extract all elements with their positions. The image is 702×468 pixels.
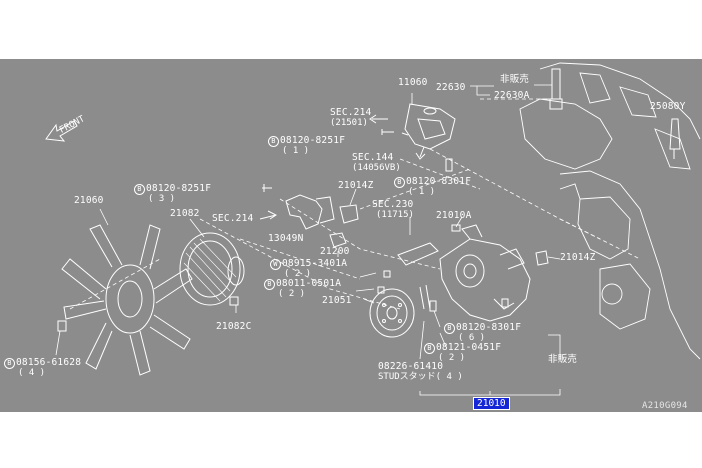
water-outlet-11060 [404, 103, 456, 150]
label-hihanbai-1: 非販売 [500, 74, 530, 85]
water-pump-21010 [439, 224, 531, 322]
label-21014Z-b: 21014Z [560, 252, 596, 263]
front-arrow-icon [45, 120, 78, 142]
label-11060: 11060 [398, 77, 428, 88]
washer-w-circle-icon: W [270, 259, 281, 270]
qty-08915-3401A: ( 2 ) [284, 269, 312, 279]
qty-08011-0501A: ( 2 ) [278, 289, 306, 299]
label-21200: 21200 [320, 246, 350, 257]
label-sec144-sub: (14056VB) [352, 163, 401, 173]
label-hihanbai-2: 非販売 [548, 354, 578, 365]
label-sec230: SEC.230 [372, 199, 414, 210]
highlighted-part-21010[interactable]: 21010 [473, 397, 510, 410]
engine-block-outline [519, 62, 701, 360]
qty-08120-8301F-b: ( 6 ) [458, 333, 486, 343]
bolt-b-circle-icon: B [4, 358, 15, 369]
label-13049N: 13049N [268, 233, 304, 244]
label-sec144: SEC.144 [352, 152, 394, 163]
fan-clutch-21082 [179, 232, 245, 306]
label-stud: STUDスタッド( 4 ) [378, 372, 463, 382]
label-21051: 21051 [322, 295, 352, 306]
label-21082: 21082 [170, 208, 200, 219]
qty-08120-8251F-b: ( 3 ) [148, 194, 176, 204]
pulley-21051 [369, 288, 415, 338]
label-21010A: 21010A [436, 210, 472, 221]
bolt-b-circle-icon: B [134, 184, 145, 195]
bolt-b-circle-icon: B [444, 323, 455, 334]
bolt-b-circle-icon: B [394, 177, 405, 188]
bolt-b-circle-icon: B [268, 136, 279, 147]
qty-08120-8251F-a: ( 1 ) [282, 146, 310, 156]
fan-21060 [61, 224, 193, 376]
sensor-25080Y [669, 118, 681, 159]
label-22630: 22630 [436, 82, 466, 93]
label-25080Y: 25080Y [650, 101, 686, 112]
qty-08120-8301F-a: ( 1 ) [408, 187, 436, 197]
label-21014Z-a: 21014Z [338, 180, 374, 191]
label-sec214-a: SEC.214 [330, 107, 372, 118]
label-08226-61410: 08226-61410 [378, 361, 444, 372]
bolt-b-circle-icon: B [264, 279, 275, 290]
qty-08121-0451F: ( 2 ) [438, 353, 466, 363]
label-22630A: 22630A [494, 90, 530, 101]
label-sec214-a-sub: (21501) [330, 118, 368, 128]
bolt-b-circle-icon: B [424, 343, 435, 354]
qty-08156-61628: ( 4 ) [18, 368, 46, 378]
hose-13049N [285, 194, 335, 230]
parts-diagram: FRONT 11060 22630 非販売 22630A 25080Y SEC.… [0, 59, 702, 412]
diagram-code: A210G094 [642, 401, 688, 411]
label-sec230-sub: (11715) [376, 210, 414, 220]
diagram-drawing [45, 62, 701, 396]
label-21060: 21060 [74, 195, 104, 206]
sensor-22630 [549, 68, 563, 110]
label-21082C: 21082C [216, 321, 252, 332]
label-sec214-b: SEC.214 [212, 213, 254, 224]
